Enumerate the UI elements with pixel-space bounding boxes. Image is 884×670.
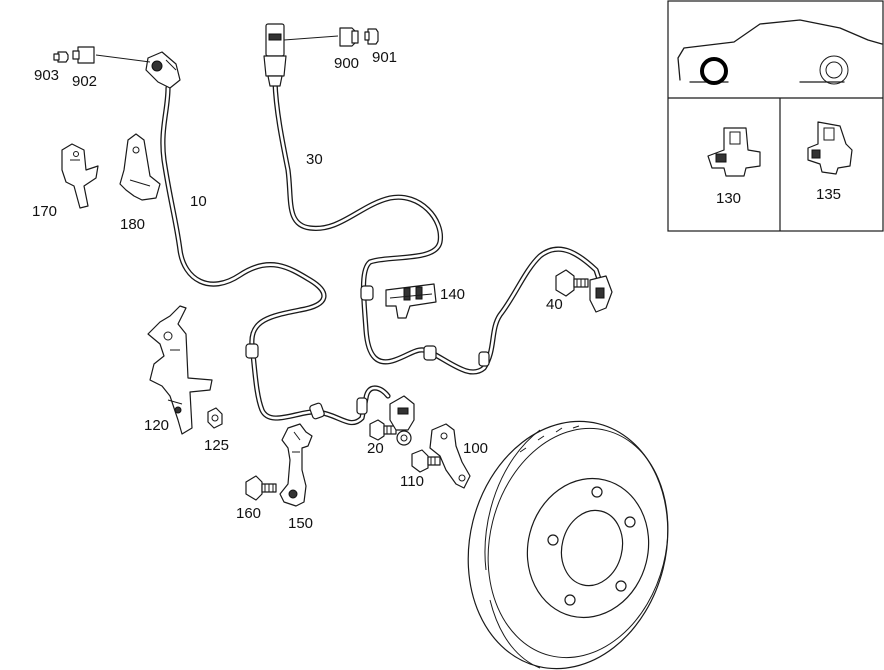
cable-10[interactable] [160,85,391,426]
label-100: 100 [463,440,488,457]
label-20: 20 [367,440,384,457]
bracket-100[interactable] [429,423,471,489]
label-903: 903 [34,67,59,84]
label-125: 125 [204,437,229,454]
label-170: 170 [32,203,57,220]
label-902: 902 [72,73,97,90]
plug-902[interactable] [72,46,95,64]
label-160: 160 [236,505,261,522]
label-900: 900 [334,55,359,72]
label-10: 10 [190,193,207,210]
label-901: 901 [372,49,397,66]
cable-30[interactable] [272,79,603,375]
cap-903[interactable] [53,51,69,63]
bolt-20[interactable] [369,419,397,441]
bracket-150[interactable] [279,423,313,507]
bracket-170[interactable] [61,143,99,209]
speed-sensor-top-left[interactable] [145,51,181,89]
brake-disc[interactable] [443,400,694,670]
label-150: 150 [288,515,313,532]
speed-sensor-right[interactable] [589,275,613,313]
label-140: 140 [440,286,465,303]
clip-140[interactable] [385,283,437,319]
label-180: 180 [120,216,145,233]
leader-902 [95,54,151,63]
inset-panel [667,0,884,232]
leader-900 [283,35,339,41]
front-wheel-highlight [700,57,728,85]
bracket-180[interactable] [119,133,161,201]
bolt-160[interactable] [245,475,277,501]
label-120: 120 [144,417,169,434]
cap-901[interactable] [364,28,379,45]
speed-sensor-top-center[interactable] [263,23,287,87]
label-110: 110 [400,473,424,490]
label-135: 135 [816,186,841,203]
nut-125[interactable] [207,407,223,429]
bolt-40[interactable] [555,269,589,297]
bracket-120[interactable] [147,305,213,435]
label-30: 30 [306,151,323,168]
bolt-110[interactable] [411,449,441,473]
connector-135[interactable] [807,121,853,175]
label-130: 130 [716,190,741,207]
speed-sensor-front[interactable] [389,395,415,446]
cable-grommets [245,285,490,420]
label-40: 40 [546,296,563,313]
connector-130[interactable] [707,127,761,177]
plug-900[interactable] [339,27,359,47]
